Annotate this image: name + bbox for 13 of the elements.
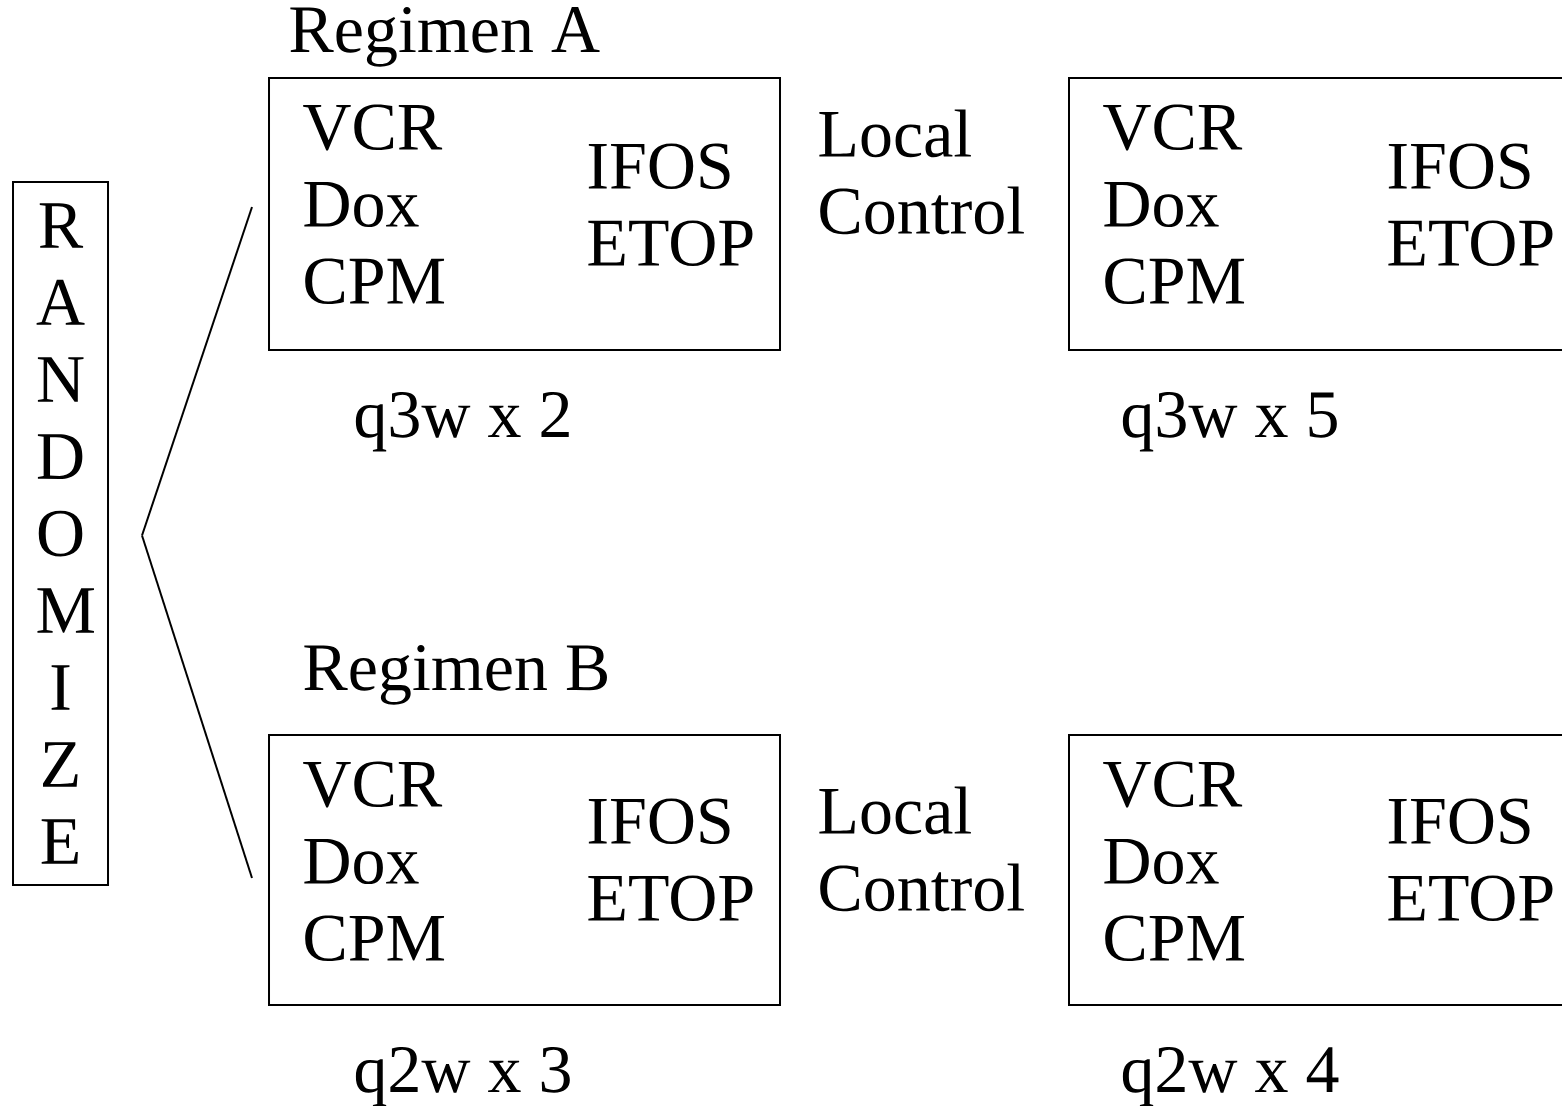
drug-box: VCR Dox CPM IFOS ETOP xyxy=(1068,77,1562,351)
schedule-label: q3w x 2 xyxy=(355,392,569,452)
text-label: Local Control xyxy=(819,786,1024,912)
connector-line xyxy=(141,206,253,537)
text-label: Local Control xyxy=(819,109,1024,235)
connector-line xyxy=(141,534,253,879)
vertical-label-box: R A N D O M I Z E xyxy=(12,181,109,886)
schedule-label: q2w x 4 xyxy=(1122,1047,1339,1106)
schedule-label: q3w x 5 xyxy=(1122,392,1337,452)
drug-box: VCR Dox CPM IFOS ETOP xyxy=(1068,734,1562,1006)
drug-box: Regimen A VCR Dox CPM IFOS ETOP xyxy=(268,7,781,351)
drug-box: Regimen B VCR Dox CPM IFOS ETOP xyxy=(268,645,781,1006)
schedule-label: q2w x 3 xyxy=(355,1047,570,1106)
